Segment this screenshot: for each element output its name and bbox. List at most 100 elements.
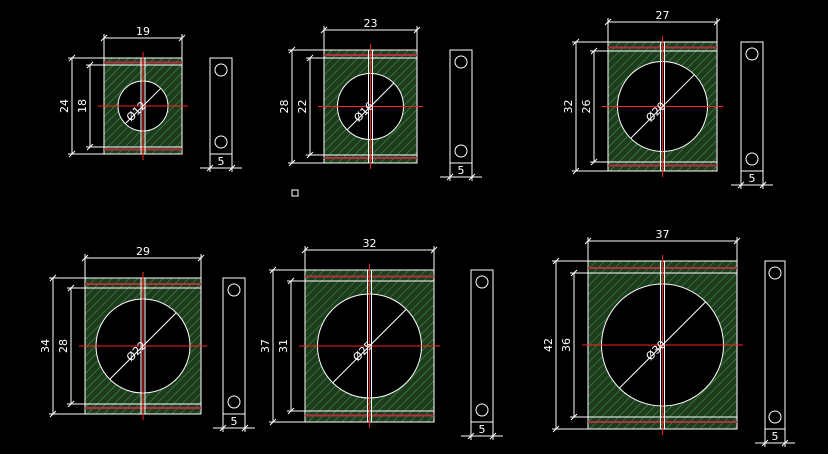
plate-tick-left	[761, 439, 769, 447]
inner-tick-bottom	[570, 413, 578, 421]
inner-tick-bottom	[67, 400, 75, 408]
plate-hole-bottom	[454, 144, 468, 158]
width-tick-left	[604, 18, 612, 26]
plate-hole-top	[454, 55, 468, 69]
cursor-pickbox	[291, 189, 299, 197]
plate-tick-left	[219, 424, 227, 432]
inner-tick-top	[570, 269, 578, 277]
width-tick-left	[320, 26, 328, 34]
plate-hole-bottom	[227, 395, 241, 409]
height-dimension: 34	[39, 339, 52, 353]
inner-tick-bottom	[287, 407, 295, 415]
width-tick-left	[584, 237, 592, 245]
diameter-leader	[630, 74, 695, 139]
inner-tick-top	[86, 61, 94, 69]
side-plate	[740, 41, 764, 172]
inner-height-dimension: 28	[57, 339, 70, 353]
height-dimension: 37	[259, 339, 272, 353]
width-dimension: 27	[656, 9, 670, 22]
plate-hole-bottom	[768, 410, 782, 424]
height-dimension: 42	[542, 338, 555, 352]
diameter-leader	[346, 82, 395, 131]
plate-tick-right	[781, 439, 789, 447]
width-tick-left	[301, 246, 309, 254]
plate-hole-bottom	[745, 152, 759, 166]
width-tick-right	[713, 18, 721, 26]
height-tick-top	[552, 257, 560, 265]
diameter-leader	[124, 87, 162, 125]
inner-tick-top	[306, 54, 314, 62]
side-plate	[764, 260, 786, 430]
plate-width-dimension: 5	[479, 423, 486, 436]
side-plate	[449, 49, 473, 164]
inner-tick-top	[287, 277, 295, 285]
height-tick-top	[68, 54, 76, 62]
width-tick-right	[430, 246, 438, 254]
diameter-leader	[332, 308, 407, 384]
plate-hole-top	[475, 275, 489, 289]
width-tick-left	[81, 254, 89, 262]
plate-hole-top	[768, 266, 782, 280]
plate-width-dimension: 5	[458, 164, 465, 177]
inner-height-dimension: 18	[76, 99, 89, 113]
height-tick-top	[288, 46, 296, 54]
inner-height-dimension: 26	[580, 100, 593, 114]
height-tick-bottom	[288, 159, 296, 167]
height-dimension: 32	[562, 100, 575, 114]
width-tick-left	[100, 34, 108, 42]
height-tick-bottom	[269, 418, 277, 426]
plate-tick-left	[446, 173, 454, 181]
height-dimension: 28	[278, 100, 291, 114]
inner-tick-top	[67, 284, 75, 292]
plate-width-dimension: 5	[749, 172, 756, 185]
width-dimension: 19	[136, 25, 150, 38]
plate-tick-left	[737, 181, 745, 189]
plate-hole-top	[227, 283, 241, 297]
plate-tick-left	[467, 432, 475, 440]
inner-height-dimension: 31	[277, 339, 290, 353]
height-tick-bottom	[68, 150, 76, 158]
side-plate	[209, 57, 233, 155]
height-tick-top	[49, 274, 57, 282]
width-dimension: 32	[363, 237, 377, 250]
side-plate	[470, 269, 494, 423]
diameter-leader	[619, 301, 706, 389]
height-dimension: 24	[58, 99, 71, 113]
height-tick-top	[269, 266, 277, 274]
plate-tick-left	[206, 164, 214, 172]
inner-height-dimension: 36	[560, 338, 573, 352]
diameter-leader	[109, 312, 177, 380]
plate-tick-right	[241, 424, 249, 432]
width-tick-right	[413, 26, 421, 34]
width-dimension: 29	[136, 245, 150, 258]
plate-hole-top	[745, 47, 759, 61]
plate-hole-top	[214, 63, 228, 77]
inner-tick-top	[590, 47, 598, 55]
inner-tick-bottom	[590, 158, 598, 166]
width-tick-right	[733, 237, 741, 245]
plate-hole-bottom	[214, 135, 228, 149]
plate-tick-right	[489, 432, 497, 440]
inner-tick-bottom	[86, 143, 94, 151]
width-dimension: 23	[364, 17, 378, 30]
plate-tick-right	[228, 164, 236, 172]
plate-width-dimension: 5	[231, 415, 238, 428]
width-tick-right	[197, 254, 205, 262]
height-tick-bottom	[49, 410, 57, 418]
plate-tick-right	[468, 173, 476, 181]
plate-hole-bottom	[475, 403, 489, 417]
inner-tick-bottom	[306, 151, 314, 159]
height-tick-bottom	[572, 167, 580, 175]
plate-width-dimension: 5	[218, 155, 225, 168]
plate-width-dimension: 5	[772, 430, 779, 443]
height-tick-bottom	[552, 425, 560, 433]
inner-height-dimension: 22	[296, 100, 309, 114]
width-dimension: 37	[656, 228, 670, 241]
